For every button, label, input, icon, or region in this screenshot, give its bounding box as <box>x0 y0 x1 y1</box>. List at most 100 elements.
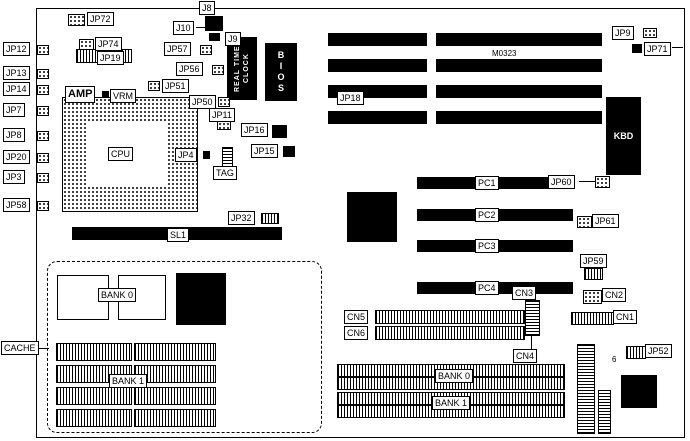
label-cn6: CN6 <box>344 326 369 340</box>
ic-chip-cache-area <box>176 273 226 325</box>
label-jp58: JP58 <box>3 198 30 212</box>
isa-slot-2-right <box>436 59 602 72</box>
label-jp15: JP15 <box>251 144 278 158</box>
label-jp4: JP4 <box>175 148 197 162</box>
label-jp60: JP60 <box>548 175 575 189</box>
label-jp18: JP18 <box>337 91 364 105</box>
label-amp: AMP <box>65 86 96 103</box>
jumper-jp56 <box>212 65 224 75</box>
rtc-chip-label: REAL TIME CLOCK <box>234 45 250 92</box>
leader-line-j10 <box>196 27 205 28</box>
label-cache-bank1: BANK 1 <box>109 374 148 388</box>
label-jp72: JP72 <box>87 12 114 26</box>
leader-line-jp71 <box>672 47 683 48</box>
jumper-jp14 <box>37 85 49 95</box>
isa-slot-4-right <box>436 111 602 124</box>
leader-line-cn4 <box>531 334 532 349</box>
label-pc2: PC2 <box>475 208 499 222</box>
silkscreen-m0323: M0323 <box>492 49 517 58</box>
component-j8 <box>205 16 223 31</box>
label-jp51: JP51 <box>162 79 189 93</box>
isa-slot-1-left <box>328 33 427 46</box>
label-j8: J8 <box>199 1 215 15</box>
pin-number-6: 6 <box>612 355 617 364</box>
dip-socket-r4c1 <box>56 409 132 427</box>
kbd-connector-label: KBD <box>613 131 634 141</box>
label-jp50: JP50 <box>189 95 216 109</box>
isa-slot-4-left <box>328 111 427 124</box>
jumper-jp52 <box>626 346 646 359</box>
connector-cn3 <box>525 300 540 336</box>
label-cn5: CN5 <box>344 310 369 324</box>
isa-slot-1-right <box>436 33 602 46</box>
label-jp74: JP74 <box>95 37 122 51</box>
label-cn4: CN4 <box>513 349 538 363</box>
tag-connector <box>222 147 233 168</box>
jumper-jp20 <box>37 153 49 163</box>
label-jp71: JP71 <box>644 42 671 56</box>
label-jp59: JP59 <box>580 254 607 268</box>
label-pc1: PC1 <box>475 176 499 190</box>
dip-socket-r1c2 <box>134 343 216 361</box>
jumper-jp59 <box>584 268 603 280</box>
jumper-jp32 <box>261 213 279 224</box>
label-jp12: JP12 <box>3 42 30 56</box>
label-jp9: JP9 <box>612 26 634 40</box>
component-jp15 <box>283 146 295 157</box>
jumper-jp60 <box>595 176 610 188</box>
jumper-jp3 <box>37 173 49 183</box>
jumper-jp7 <box>37 106 49 116</box>
jumper-jp11 <box>217 121 231 130</box>
label-cache: CACHE <box>1 341 39 355</box>
component-jp16 <box>272 125 287 138</box>
label-pc4: PC4 <box>475 281 499 295</box>
isa-slot-2-left <box>328 59 427 72</box>
jumper-jp61 <box>577 216 592 228</box>
jumper-jp12 <box>37 45 49 55</box>
dip-socket-r3c2 <box>134 387 216 405</box>
label-cache-bank0: BANK 0 <box>98 288 137 302</box>
component-vrm <box>102 91 109 98</box>
isa-slot-3-right <box>436 85 602 98</box>
jumper-jp72 <box>68 14 85 26</box>
dip-socket-r1c1 <box>56 343 132 361</box>
label-jp52: JP52 <box>645 344 672 358</box>
dip-socket-r4c2 <box>134 409 216 427</box>
label-cpu: CPU <box>108 147 134 161</box>
edge-connector-small <box>598 390 611 434</box>
jumper-jp71 <box>632 44 642 53</box>
dip-socket-r3c1 <box>56 387 132 405</box>
bios-chip: BIOS <box>265 43 297 101</box>
label-jp8: JP8 <box>3 128 25 142</box>
jumper-jp58 <box>37 201 49 211</box>
chipset-chip <box>347 192 397 242</box>
kbd-connector: KBD <box>606 97 641 175</box>
label-j10: J10 <box>173 21 194 35</box>
din-connector <box>621 375 657 408</box>
label-cn2: CN2 <box>602 288 627 302</box>
label-simm-bank1: BANK 1 <box>432 396 471 410</box>
label-jp57: JP57 <box>164 42 191 56</box>
label-j9: J9 <box>225 32 241 46</box>
label-jp13: JP13 <box>3 66 30 80</box>
label-jp16: JP16 <box>241 123 268 137</box>
label-jp11: JP11 <box>209 108 235 122</box>
label-jp3: JP3 <box>3 170 25 184</box>
label-vrm: VRM <box>110 89 136 103</box>
leader-line-cache <box>39 348 49 349</box>
jumper-jp9 <box>643 28 657 38</box>
label-simm-bank0: BANK 0 <box>435 369 474 383</box>
label-jp20: JP20 <box>3 150 30 164</box>
label-jp61: JP61 <box>592 214 619 228</box>
cache-area-outline <box>47 261 322 433</box>
label-jp14: JP14 <box>3 82 30 96</box>
connector-cn2 <box>583 290 602 304</box>
label-cn1: CN1 <box>613 310 638 324</box>
bios-chip-label: BIOS <box>276 50 286 94</box>
connector-cn6 <box>375 326 525 340</box>
label-jp32: JP32 <box>228 211 255 225</box>
connector-cn1 <box>571 312 614 325</box>
component-j9 <box>209 33 220 41</box>
jumper-jp50 <box>218 97 230 107</box>
jumper-jp57 <box>200 45 212 55</box>
